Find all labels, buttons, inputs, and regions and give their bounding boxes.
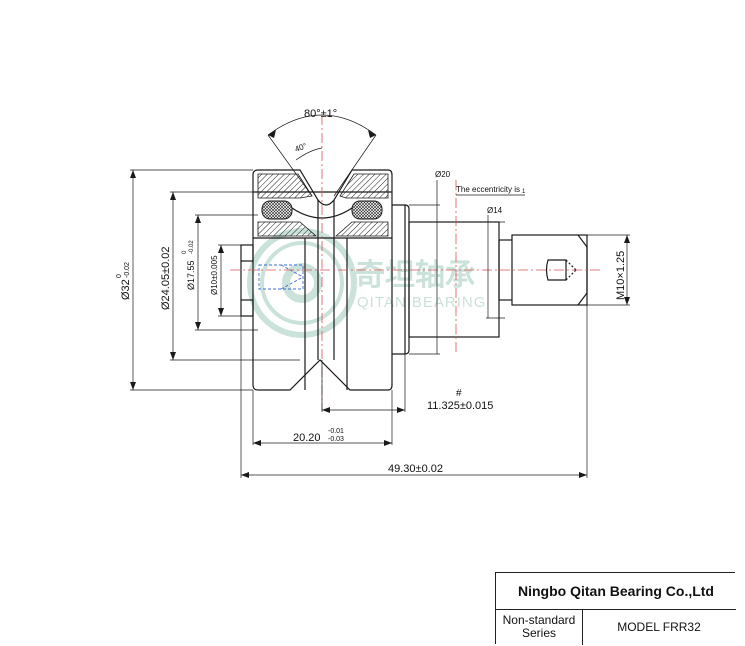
dia-bore-label: Ø10±0.005 (210, 255, 219, 295)
eccentricity-note: The eccentricity is (456, 185, 520, 194)
left-pin (240, 244, 254, 317)
eccentricity-value: 1 (522, 189, 526, 195)
angle-half-label: 40° (294, 141, 308, 154)
width-dim-label: 20.20 (293, 432, 321, 444)
model-name: MODEL FRR32 (617, 620, 701, 634)
dia-inner-label: Ø17.55 (186, 260, 196, 290)
dia-collar-label: Ø20 (435, 170, 451, 179)
hidden-lines (258, 264, 304, 290)
total-length-label: 49.30±0.02 (388, 463, 443, 475)
dia-outer-tol-lower: -0.02 (124, 262, 131, 278)
dimension-arrows (130, 130, 630, 478)
dia-outer-tol-upper: 0 (116, 274, 123, 278)
dia-inner-tol-lower: -0.02 (189, 240, 195, 254)
width-tol-upper: -0.01 (328, 428, 344, 435)
groove-profile (291, 207, 353, 219)
company-name: Ningbo Qitan Bearing Co.,Ltd (496, 573, 736, 610)
title-block: Ningbo Qitan Bearing Co.,Ltd Non-standar… (495, 572, 736, 645)
thread-label: M10×1.25 (615, 251, 627, 300)
dia-outer-label: Ø32 (120, 279, 132, 300)
needle-roller-right (351, 200, 383, 220)
dimension-lines (130, 114, 630, 478)
series-cell: Non-standard Series (496, 609, 583, 645)
roller-outer-ring (252, 169, 393, 391)
center-lines (230, 115, 600, 410)
dia-shaft-label: Ø14 (487, 206, 503, 215)
watermark-en-text: QITAN BEARING (357, 294, 486, 311)
watermark-logo: 奇坦轴承 QITAN BEARING (247, 228, 486, 338)
series-line2: Series (521, 626, 556, 640)
offset-dim-label: 11.325±0.015 (427, 400, 493, 412)
hash-mark: # (456, 388, 462, 399)
section-hatching (257, 173, 389, 237)
series-line1: Non-standard (502, 613, 576, 627)
needle-roller-left (261, 200, 293, 220)
dia-groove-label: Ø24.05±0.02 (160, 246, 172, 310)
width-tol-lower: -0.03 (328, 436, 344, 443)
dia-inner-tol-upper: 0 (182, 250, 188, 254)
watermark-cn-text: 奇坦轴承 (355, 259, 475, 292)
angle-main-label: 80°±1° (304, 108, 337, 120)
